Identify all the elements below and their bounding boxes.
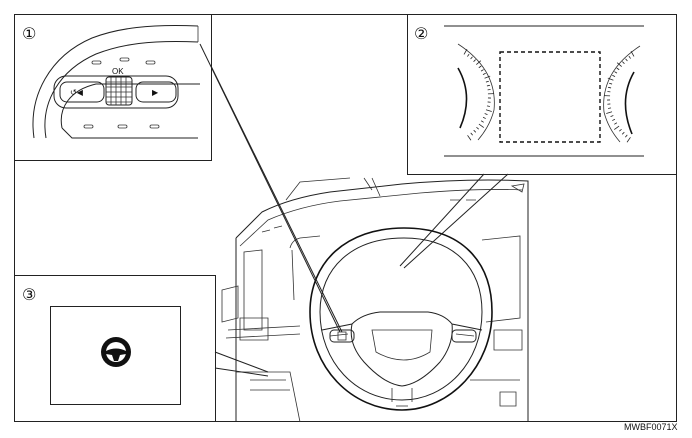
gauge-tick bbox=[478, 123, 485, 128]
steering-switch-pod bbox=[53, 75, 179, 109]
gauge-tick bbox=[630, 51, 635, 57]
gauge-tick bbox=[486, 105, 490, 107]
gauge-tick bbox=[470, 132, 473, 136]
gauge-tick bbox=[610, 115, 614, 118]
gauge-tick bbox=[476, 126, 479, 130]
leader-lines bbox=[199, 43, 509, 377]
outer-frame bbox=[14, 14, 677, 422]
gauge-tick bbox=[613, 125, 620, 130]
gauge-tick bbox=[625, 58, 628, 62]
gauge-tick bbox=[473, 59, 476, 62]
gauge-tick bbox=[616, 67, 620, 71]
gauge-tick bbox=[486, 84, 490, 87]
next-button bbox=[135, 81, 177, 103]
gauge-tick bbox=[463, 49, 468, 55]
gauge-tick bbox=[470, 56, 473, 60]
back-button bbox=[59, 81, 105, 103]
callout-box-1-frame bbox=[14, 14, 212, 161]
callout-box-meter-display: ② bbox=[407, 14, 677, 175]
ok-label: OK bbox=[112, 67, 124, 76]
gauge-tick bbox=[608, 107, 612, 109]
gauge-tick bbox=[628, 55, 631, 59]
callout-box-2-frame bbox=[407, 14, 677, 175]
gauge-tick bbox=[467, 135, 472, 141]
gauge-tick bbox=[480, 69, 484, 72]
gauge-tick bbox=[621, 131, 625, 135]
gauge-tick bbox=[606, 111, 613, 114]
gauge-tick bbox=[467, 53, 470, 57]
gauge-tick bbox=[616, 62, 622, 67]
right-gauge bbox=[603, 45, 641, 143]
gauge-tick bbox=[480, 120, 484, 123]
gauge-tick bbox=[608, 86, 612, 89]
gauge-tick bbox=[609, 82, 613, 85]
left-gauge bbox=[457, 43, 495, 141]
indicator-panel bbox=[50, 306, 181, 405]
gauge-tick bbox=[625, 134, 628, 138]
dashboard-illustration bbox=[221, 177, 529, 423]
gauge-tick bbox=[478, 65, 482, 69]
gauge-tick bbox=[612, 74, 616, 77]
gauge-tick bbox=[482, 116, 486, 119]
gauge-tick bbox=[476, 60, 482, 65]
gauge-tick bbox=[484, 75, 491, 79]
callout-box-switch-panel: ① ↺◀ ▶ OK bbox=[14, 14, 212, 161]
gauge-tick bbox=[619, 128, 622, 132]
gauge-tick bbox=[607, 77, 614, 81]
callout-number-1: ① bbox=[22, 24, 36, 43]
callout-number-2: ② bbox=[414, 24, 428, 43]
gauge-tick bbox=[485, 109, 492, 112]
ok-touchpad bbox=[105, 76, 133, 106]
gauge-tick bbox=[485, 80, 489, 83]
gauge-tick bbox=[626, 137, 631, 143]
gauge-tick bbox=[484, 113, 488, 116]
callout-number-3: ③ bbox=[22, 285, 36, 304]
steering-wheel-icon bbox=[101, 337, 131, 367]
steering-wheel bbox=[309, 227, 493, 411]
gauge-tick bbox=[614, 122, 618, 125]
center-display-area bbox=[499, 51, 601, 143]
gauge-tick bbox=[473, 129, 477, 133]
gauge-tick bbox=[614, 71, 618, 74]
back-button-glyph: ↺◀ bbox=[70, 88, 84, 97]
next-button-glyph: ▶ bbox=[152, 88, 159, 97]
gauge-tick bbox=[482, 72, 486, 75]
callout-box-indicator: ③ bbox=[14, 275, 216, 422]
reference-code: MWBF0071X bbox=[624, 422, 678, 432]
gauge-tick bbox=[622, 61, 625, 64]
gauge-tick bbox=[612, 118, 616, 121]
